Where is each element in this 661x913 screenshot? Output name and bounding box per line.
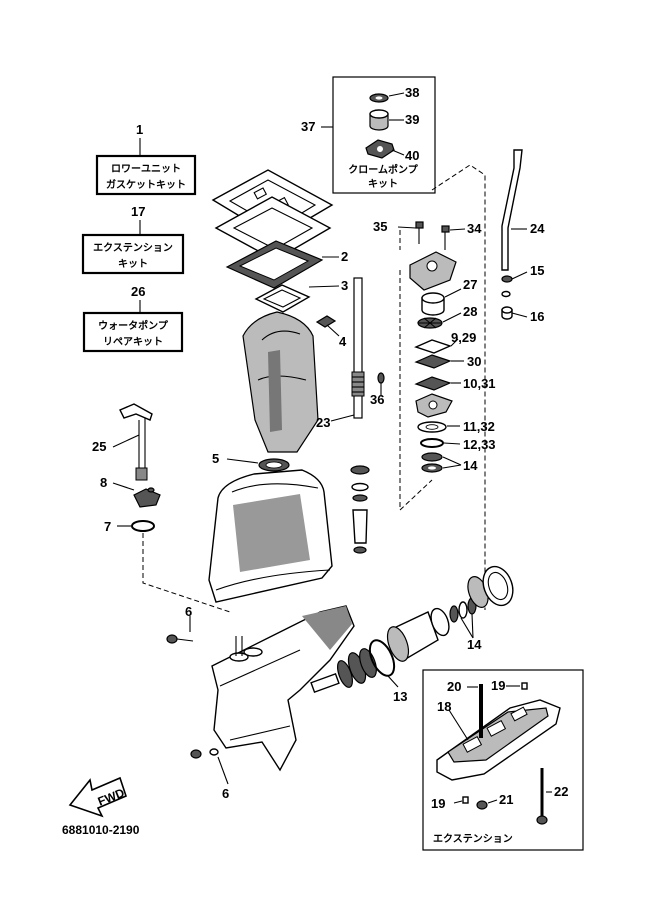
part-19-pin-upper[interactable]: 19 [491, 678, 528, 693]
kit-lower-unit-ref: 1 [136, 122, 143, 137]
callout-35: 35 [373, 219, 387, 234]
impeller [417, 317, 443, 329]
part-2-gasket[interactable]: 2 [225, 240, 348, 289]
callout-6b: 6 [222, 786, 229, 801]
lower-casing-upper[interactable] [208, 469, 333, 603]
callout-8: 8 [100, 475, 107, 490]
water-tube[interactable]: 24 15 16 [501, 149, 545, 324]
part-22-bolt[interactable]: 22 [536, 768, 568, 825]
drive-shaft[interactable]: 23 [316, 277, 365, 430]
callout-15: 15 [530, 263, 544, 278]
propeller-shaft-assembly[interactable] [310, 647, 380, 694]
callout-23: 23 [316, 415, 330, 430]
diagram-code: 6881010-2190 [62, 823, 140, 837]
part-18-extension[interactable]: 18 [436, 699, 561, 781]
callout-19a: 19 [491, 678, 505, 693]
part-7-oring[interactable]: 7 [104, 519, 155, 534]
part-4-clip[interactable]: 4 [315, 315, 347, 349]
callout-18: 18 [437, 699, 451, 714]
kit-water-pump-line2: リペアキット [103, 336, 163, 348]
kit-water-pump-line1: ウォータポンプ [98, 319, 169, 332]
kit-extension[interactable]: 17 エクステンション キット [81, 204, 185, 275]
callout-7: 7 [104, 519, 111, 534]
callout-21: 21 [499, 792, 513, 807]
lower-gearcase[interactable] [211, 605, 355, 772]
bearing-housing[interactable] [383, 606, 452, 664]
callout-27: 27 [463, 277, 477, 292]
callout-12-33: 12,33 [463, 437, 496, 452]
kit-extension-line2: キット [118, 258, 148, 270]
part-19-pin-lower[interactable]: 19 [431, 796, 469, 811]
kit-extension-line1: エクステンション [93, 242, 173, 254]
callout-14b: 14 [467, 637, 482, 652]
callout-9-29: 9,29 [451, 330, 476, 345]
water-pump-assembly[interactable]: 35 34 27 28 9,29 30 10,31 11,32 [373, 219, 496, 473]
part-20-stud[interactable]: 20 [447, 679, 483, 738]
callout-28: 28 [463, 304, 477, 319]
part-13-oring[interactable]: 13 [365, 637, 408, 704]
callout-5: 5 [212, 451, 219, 466]
drive-shaft-bearings[interactable] [350, 465, 370, 554]
bearing-carrier[interactable] [464, 562, 518, 610]
callout-22: 22 [554, 784, 568, 799]
part-25-shift-rod[interactable]: 25 [92, 403, 153, 481]
part-3-gasket[interactable]: 3 [254, 278, 348, 313]
kit-water-pump-repair[interactable]: 26 ウォータポンプ リペアキット [82, 284, 184, 353]
callout-11-32: 11,32 [463, 419, 495, 434]
callout-30: 30 [467, 354, 481, 369]
callout-38: 38 [405, 85, 419, 100]
callout-6a: 6 [185, 604, 192, 619]
callout-25: 25 [92, 439, 106, 454]
callout-3: 3 [341, 278, 348, 293]
callout-13: 13 [393, 689, 407, 704]
kit-lower-unit-line2: ガスケットキット [106, 178, 186, 191]
part-36-key[interactable]: 36 [370, 372, 385, 407]
callout-20: 20 [447, 679, 461, 694]
kit-lower-unit-gasket[interactable]: 1 ロワーユニット ガスケットキット [95, 122, 197, 196]
gasket-stack[interactable] [211, 169, 334, 261]
callout-36: 36 [370, 392, 384, 407]
kit-water-pump-ref: 26 [131, 284, 145, 299]
part-8-retainer[interactable]: 8 [100, 475, 161, 508]
kit-chrome-pump-line2: キット [368, 178, 398, 190]
callout-14a: 14 [463, 458, 478, 473]
part-21-nut[interactable]: 21 [476, 792, 513, 810]
kit-chrome-pump-line1: クロームポンプ [348, 163, 418, 176]
callout-16: 16 [530, 309, 544, 324]
upper-casing[interactable] [242, 311, 319, 453]
fwd-arrow-icon: FWD [68, 776, 127, 818]
extension-box-label: エクステンション [433, 833, 513, 845]
kit-chrome-pump[interactable]: 37 38 39 40 クロームポンプ キット [301, 76, 436, 194]
callout-34: 34 [467, 221, 482, 236]
callout-40: 40 [405, 148, 419, 163]
callout-24: 24 [530, 221, 545, 236]
callout-10-31: 10,31 [463, 376, 496, 391]
part-6-plug-lower[interactable]: 6 [190, 748, 229, 801]
part-5-seal[interactable]: 5 [212, 451, 290, 472]
kit-chrome-pump-ref: 37 [301, 119, 315, 134]
callout-39: 39 [405, 112, 419, 127]
callout-19b: 19 [431, 796, 445, 811]
part-6-plug-upper[interactable]: 6 [166, 604, 194, 644]
kit-lower-unit-line1: ロワーユニット [111, 163, 181, 175]
callout-4: 4 [339, 334, 347, 349]
callout-2: 2 [341, 249, 348, 264]
kit-extension-ref: 17 [131, 204, 145, 219]
extension-box[interactable]: エクステンション 18 20 19 19 21 [422, 669, 584, 851]
